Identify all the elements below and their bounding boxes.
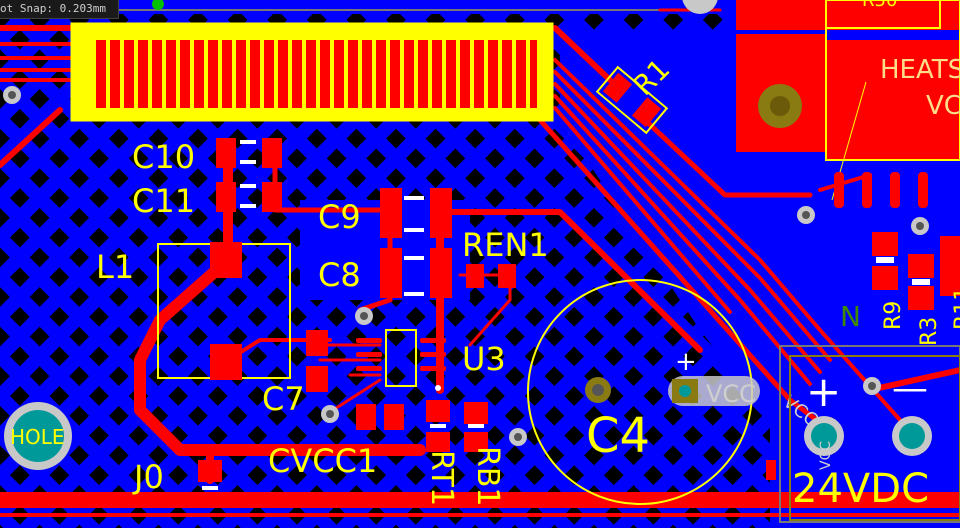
r3-label: R3 — [917, 317, 942, 346]
cvcc1-capacitor[interactable] — [356, 404, 404, 430]
power-connector[interactable] — [766, 345, 960, 523]
r50-outline — [825, 0, 941, 29]
vc-label: VC — [926, 91, 960, 121]
c7-label: C7 — [262, 380, 305, 418]
heater-outline — [825, 0, 960, 161]
power-plus-label: + — [806, 367, 841, 416]
copper-block-right — [826, 40, 960, 160]
c10-label: C10 — [132, 138, 195, 176]
j0-label: J0 — [132, 458, 164, 496]
rt1-label: RT1 — [424, 450, 459, 506]
r1-resistor[interactable] — [595, 65, 669, 135]
r3-resistor[interactable] — [908, 254, 934, 310]
r11-resistor[interactable] — [940, 236, 960, 296]
rt1-resistor[interactable] — [426, 400, 450, 452]
c11-capacitor[interactable] — [216, 182, 282, 212]
c4-capacitor[interactable] — [527, 279, 760, 505]
top-green-marker — [152, 0, 164, 10]
heater-pad-hole — [770, 96, 790, 116]
mounting-hole[interactable] — [4, 402, 72, 470]
r50-label: R50 — [862, 0, 897, 11]
heats-label: HEATS — [880, 55, 960, 85]
rb1-label: RB1 — [470, 446, 505, 507]
rb1-resistor[interactable] — [464, 402, 488, 452]
pin-stubs — [834, 172, 928, 208]
j0-jumper[interactable] — [198, 460, 222, 490]
r9-label: R9 — [881, 301, 906, 330]
c8-label: C8 — [318, 256, 361, 294]
c8-capacitor[interactable] — [380, 248, 452, 298]
c11-label: C11 — [132, 182, 195, 220]
c7-capacitor[interactable] — [306, 330, 328, 392]
snap-readout: ot Snap: 0.203mm — [0, 0, 119, 19]
vcc-pad-label: VCC — [706, 380, 756, 408]
ren1-resistor[interactable] — [466, 264, 516, 288]
top-via[interactable] — [682, 0, 718, 14]
power-minus-label: — — [892, 368, 928, 409]
r11-label: R11 — [951, 287, 960, 330]
c9-capacitor[interactable] — [380, 188, 452, 238]
board-edge-line — [0, 9, 660, 11]
fpc-connector[interactable] — [70, 22, 554, 122]
l1-inductor[interactable] — [157, 242, 291, 380]
c4-label: C4 — [586, 408, 650, 464]
l1-label: L1 — [96, 248, 134, 286]
c10-capacitor[interactable] — [216, 138, 282, 168]
u3-ic[interactable] — [356, 329, 446, 391]
n-mark-label: N — [840, 300, 861, 333]
vcc-vertical-label: VCC — [818, 441, 834, 470]
ren1-label: REN1 — [462, 226, 549, 264]
c9-label: C9 — [318, 198, 361, 236]
c4-plus-label: + — [675, 347, 697, 377]
cvcc1-label: CVCC1 — [268, 442, 377, 480]
hole-label: HOLE — [10, 425, 65, 449]
copper-block-top — [736, 0, 960, 30]
r9-resistor[interactable] — [872, 232, 898, 290]
power-label: 24VDC — [792, 466, 929, 512]
u3-label: U3 — [462, 340, 506, 378]
